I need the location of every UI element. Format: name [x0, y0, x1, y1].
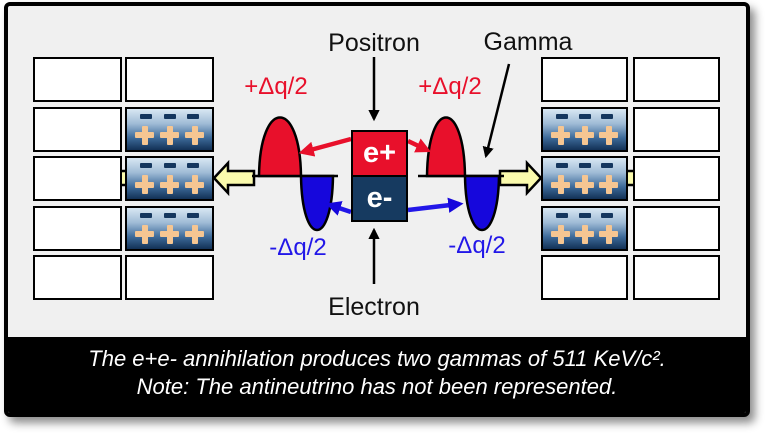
caption-line-2: Note: The antineutrino has not been repr…: [136, 374, 618, 399]
caption-bar: The e+e- annihilation produces two gamma…: [8, 337, 746, 413]
annihilation-figure-frame: The e+e- annihilation produces two gamma…: [4, 2, 750, 417]
caption-line-1: The e+e- annihilation produces two gamma…: [88, 346, 666, 371]
